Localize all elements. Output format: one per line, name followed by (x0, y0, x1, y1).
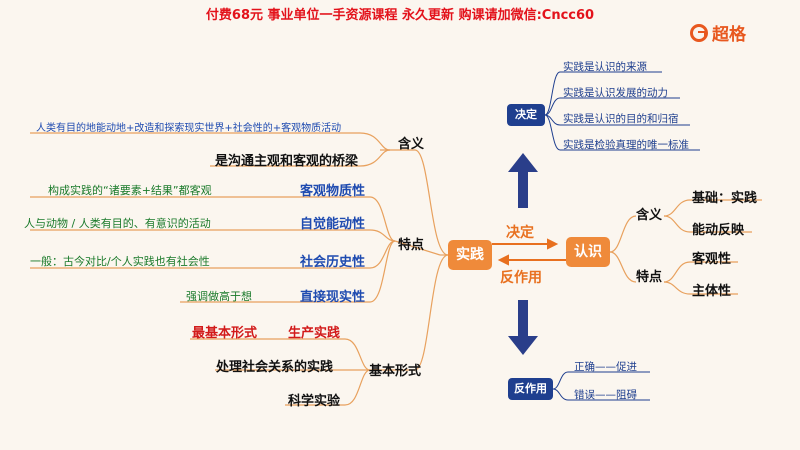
right-meaning-item-1: 基础：实践 (692, 191, 758, 206)
top-banner: 付费68元 事业单位一手资源课程 永久更新 购课请加微信:Cncc60 (205, 8, 595, 23)
link-feature-1 (30, 196, 396, 242)
link-meaning (380, 149, 449, 256)
decide-arrow-head (547, 238, 559, 250)
decide-item-4: 实践是检验真理的唯一标准 (563, 139, 689, 151)
feature-note-4: 强调做高于想 (186, 290, 252, 303)
link-meaning-value (210, 149, 391, 167)
brand-name: 超格 (712, 25, 746, 45)
brand-mark-icon (690, 23, 708, 42)
link-right-meaning (609, 215, 637, 253)
link-basis (663, 199, 762, 217)
link-feature-4 (180, 240, 396, 303)
react-item-1: 正确——促进 (574, 361, 637, 373)
feature-name-4: 直接现实性 (300, 290, 366, 305)
react-item-2: 错误——阻碍 (574, 389, 637, 401)
link-feature-2 (30, 229, 396, 242)
link-features-spine (394, 240, 441, 256)
react-arrow-head (497, 254, 509, 266)
link-form-science (285, 369, 371, 406)
link-decide-1 (544, 71, 662, 116)
feature-note-3: 一般：古今对比/个人实践也有社会性 (30, 255, 210, 268)
brand-logo: 超格 (690, 20, 746, 45)
link-forms (370, 254, 449, 371)
react-box: 反作用 (508, 378, 553, 400)
link-meaning-note (30, 132, 391, 151)
up-arrow-shaft (518, 170, 528, 208)
link-form-basic (190, 338, 371, 371)
link-subjective (663, 281, 738, 295)
decide-box: 决定 (507, 104, 545, 126)
meaning-value: 是沟通主观和客观的桥梁 (215, 154, 359, 169)
cognition-node: 认识 (566, 237, 610, 267)
feature-name-2: 自觉能动性 (300, 217, 366, 232)
decide-item-2: 实践是认识发展的动力 (563, 87, 668, 99)
forms-label: 基本形式 (369, 364, 422, 379)
meaning-note: 人类有目的地能动地+改造和探索现实世界+社会性的+客观物质活动 (36, 123, 342, 134)
up-arrow-head (508, 153, 538, 172)
feature-name-3: 社会历史性 (300, 255, 366, 270)
feature-note-2: 人与动物 / 人类有目的、有意识的活动 (24, 217, 211, 230)
right-feature-item-2: 主体性 (692, 284, 732, 299)
link-react-2 (552, 388, 650, 401)
practice-node: 实践 (448, 240, 492, 270)
meaning-label: 含义 (398, 137, 425, 152)
form-science: 科学实验 (288, 394, 341, 409)
decide-item-1: 实践是认识的来源 (563, 61, 647, 73)
form-basic-note: 最基本形式 (192, 326, 258, 341)
link-decide-2 (544, 97, 680, 116)
right-features-label: 特点 (636, 270, 663, 285)
form-production: 生产实践 (288, 326, 341, 341)
form-social: 处理社会关系的实践 (216, 360, 334, 375)
link-objective (663, 261, 738, 283)
link-decide-4 (544, 114, 700, 151)
feature-note-1: 构成实践的“诸要素+结果”都客观 (48, 184, 212, 197)
down-arrow-head (508, 336, 538, 355)
link-react-1 (552, 371, 650, 390)
right-meaning-item-2: 能动反映 (692, 223, 745, 238)
right-meaning-label: 含义 (636, 208, 663, 223)
link-active (663, 215, 752, 233)
link-react-label: 反作用 (500, 270, 542, 286)
right-feature-item-1: 客观性 (692, 252, 732, 267)
decide-item-3: 实践是认识的目的和归宿 (563, 113, 679, 125)
feature-name-1: 客观物质性 (300, 184, 366, 199)
link-right-features (609, 251, 637, 283)
link-decide-label: 决定 (506, 225, 534, 241)
down-arrow-shaft (518, 300, 528, 338)
features-label: 特点 (398, 238, 425, 253)
